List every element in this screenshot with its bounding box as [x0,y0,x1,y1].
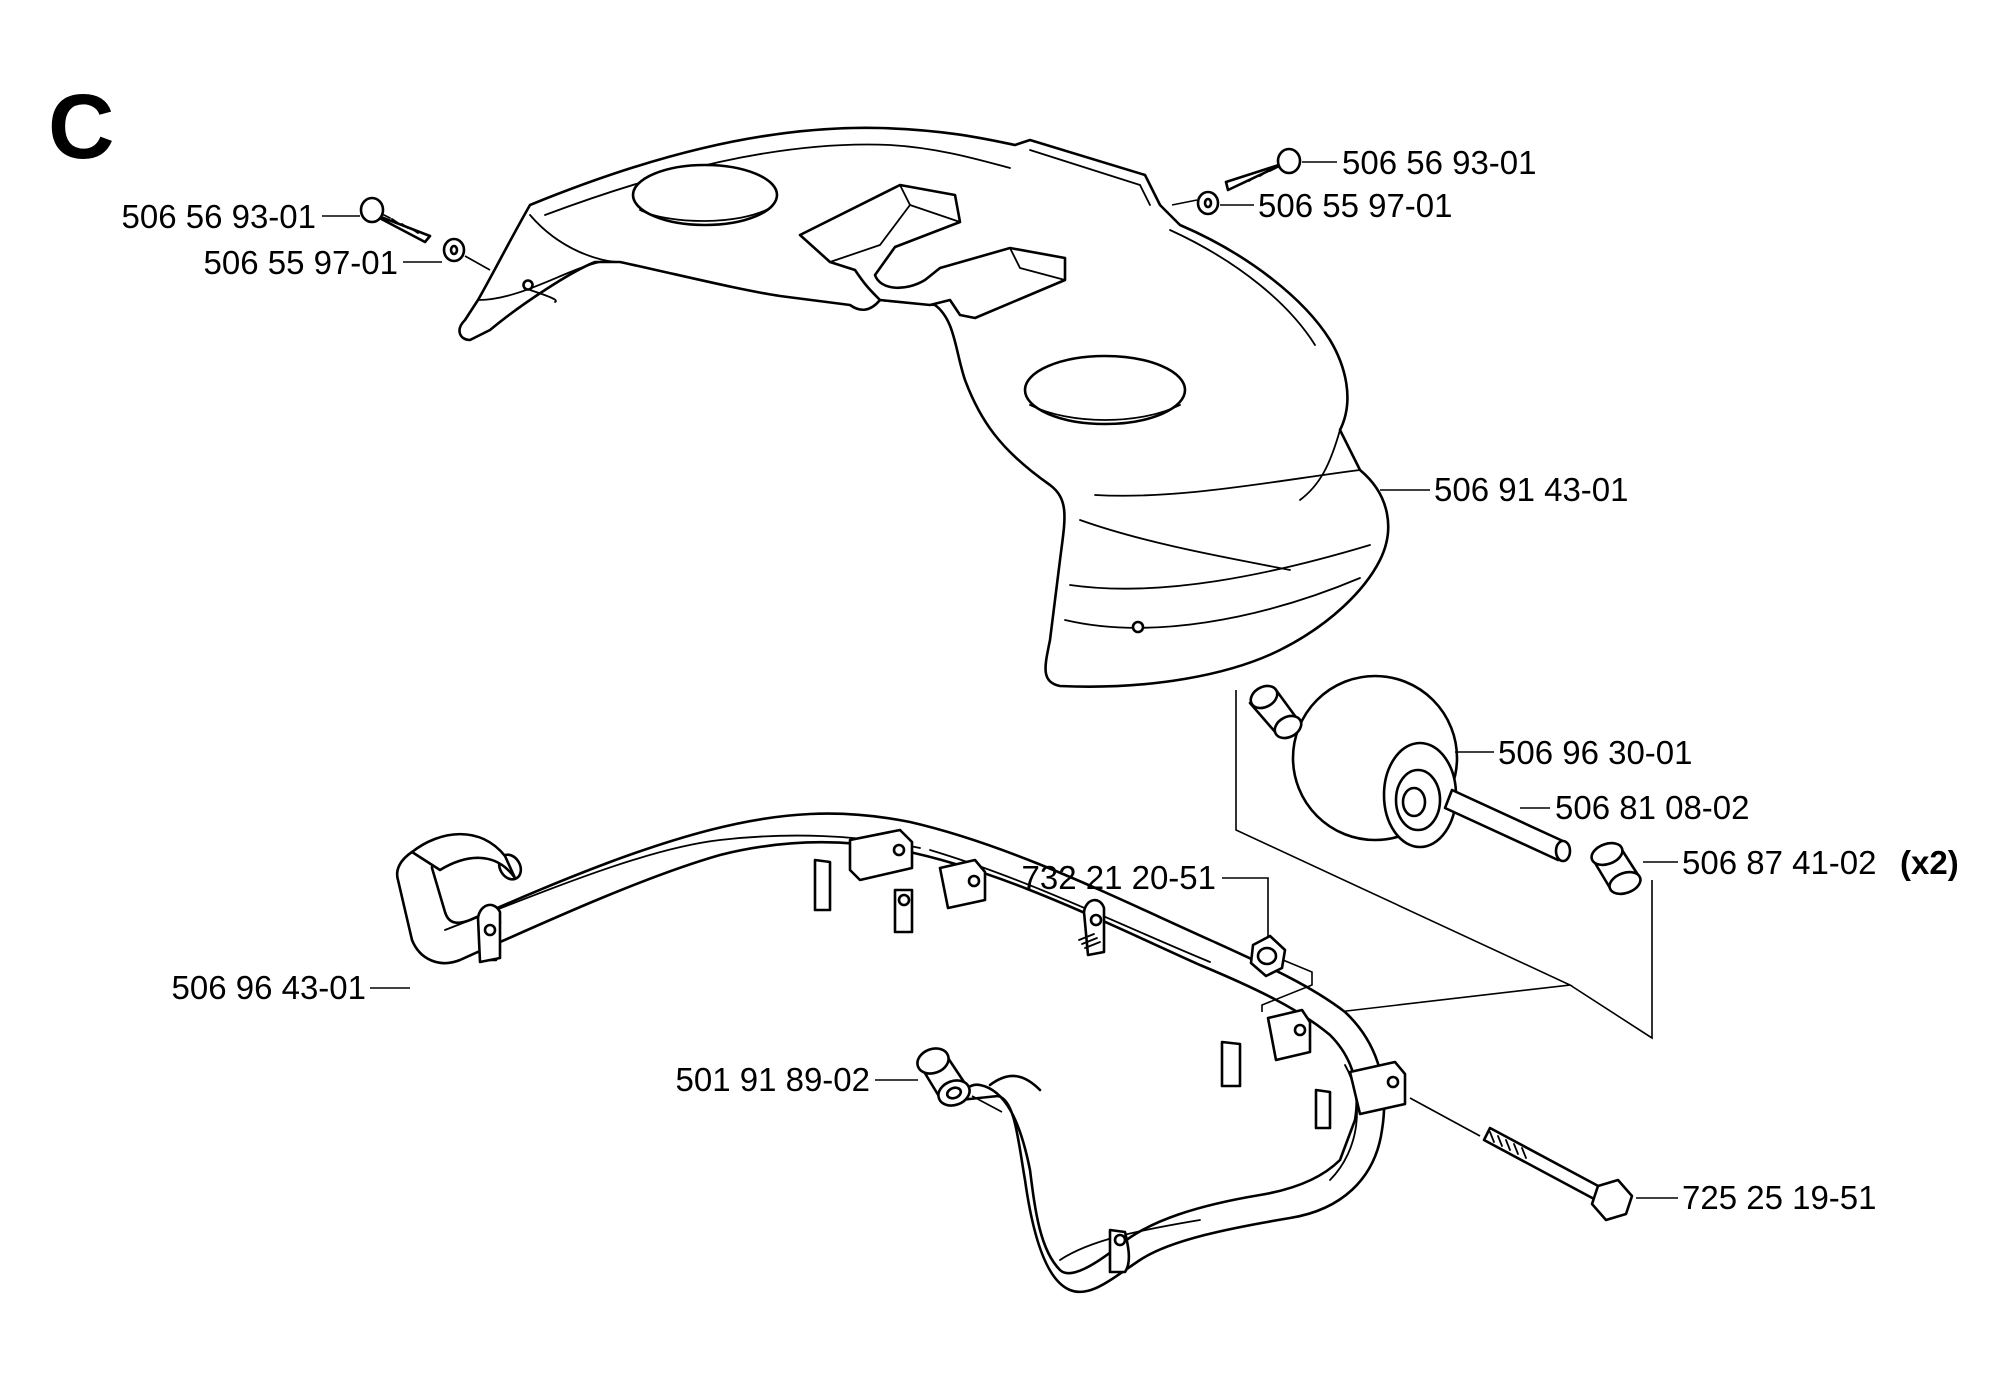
label-screw-left: 506 56 93-01 [121,198,316,235]
washer-right-part[interactable] [1171,190,1220,216]
label-bumper: 506 96 43-01 [171,969,366,1006]
axle-part[interactable] [1443,788,1572,863]
label-bolt: 725 25 19-51 [1682,1179,1877,1216]
label-bushing: 506 87 41-02 [1682,844,1877,881]
label-washer-left: 506 55 97-01 [203,244,398,281]
cap-part[interactable] [914,1044,1003,1113]
label-washer-right: 506 55 97-01 [1258,187,1453,224]
nut-part[interactable] [1249,934,1313,1012]
wheel-spacer-part[interactable] [1247,682,1305,743]
label-cap: 501 91 89-02 [675,1061,870,1098]
hood-part[interactable] [458,126,1390,688]
screw-right-part[interactable] [1224,147,1302,192]
label-nut: 732 21 20-51 [1021,859,1216,896]
label-hood: 506 91 43-01 [1434,471,1629,508]
label-wheel: 506 96 30-01 [1498,734,1693,771]
label-screw-right: 506 56 93-01 [1342,144,1537,181]
wheel-part[interactable] [1291,674,1459,849]
bumper-part[interactable] [395,812,1407,1294]
section-letter: C [48,76,114,178]
bushing-part[interactable] [1589,839,1644,898]
label-axle: 506 81 08-02 [1555,789,1750,826]
washer-left-part[interactable] [442,237,491,271]
leader-nut [1222,877,1269,938]
screw-left-part[interactable] [359,196,432,244]
label-bushing-qty: (x2) [1900,844,1959,881]
bolt-part[interactable] [1409,1097,1634,1222]
wheel-assembly-outline [1235,690,1653,1040]
